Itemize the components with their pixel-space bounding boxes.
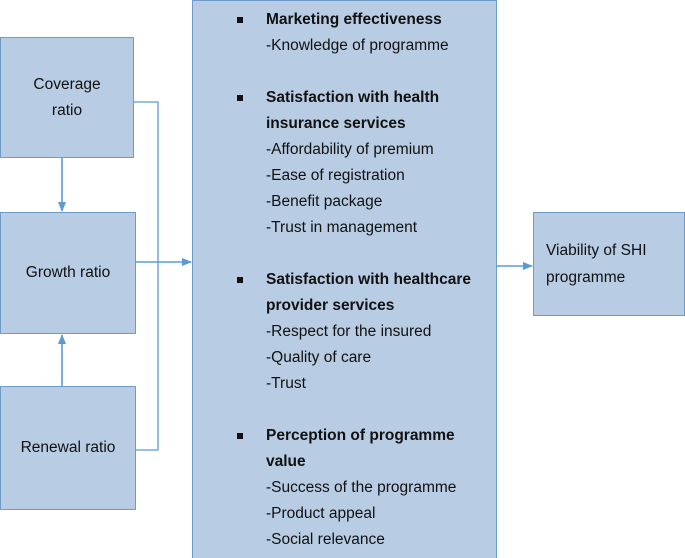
renewal-ratio-label: Renewal ratio	[20, 439, 116, 456]
connector-renewal-bracket	[136, 262, 159, 451]
factor-item: -Benefit package	[266, 193, 383, 210]
factor-title: Satisfaction with health insurance servi…	[266, 89, 440, 132]
factor-item: -Ease of registration	[266, 167, 405, 184]
coverage-ratio-label: Coverage ratio	[33, 75, 101, 119]
factor-item: -Knowledge of programme	[266, 37, 449, 54]
factor-item: -Product appeal	[266, 505, 376, 522]
renewal-ratio-box: Renewal ratio	[0, 386, 136, 510]
factor-title: Satisfaction with healthcare provider se…	[266, 271, 471, 314]
factor-item: -Social relevance	[266, 531, 385, 548]
growth-ratio-box: Growth ratio	[0, 212, 136, 334]
coverage-ratio-box: Coverage ratio	[0, 37, 134, 158]
factor-item: -Affordability of premium	[266, 141, 434, 158]
factor-group-marketing: Marketing effectiveness -Knowledge of pr…	[193, 7, 498, 59]
connector-coverage-bracket	[134, 101, 159, 262]
viability-label: Viability of SHI programme	[546, 242, 647, 286]
factor-item: -Respect for the insured	[266, 323, 432, 340]
factor-item: -Trust in management	[266, 219, 418, 236]
factor-item: -Trust	[266, 375, 306, 392]
bullet-icon	[237, 95, 243, 101]
viability-box: Viability of SHI programme	[533, 212, 685, 316]
factor-title: Marketing effectiveness	[266, 11, 442, 28]
factor-group-programme-value: Perception of programme value -Success o…	[193, 423, 498, 553]
growth-ratio-label: Growth ratio	[25, 264, 111, 281]
factors-box: Marketing effectiveness -Knowledge of pr…	[192, 0, 497, 558]
factor-item: -Quality of care	[266, 349, 372, 366]
bullet-icon	[237, 277, 243, 283]
factor-group-healthcare-provider: Satisfaction with healthcare provider se…	[193, 267, 498, 397]
factor-item: -Success of the programme	[266, 479, 457, 496]
bullet-icon	[237, 433, 243, 439]
bullet-icon	[237, 17, 243, 23]
factor-group-health-insurance: Satisfaction with health insurance servi…	[193, 85, 498, 241]
factor-title: Perception of programme value	[266, 427, 455, 470]
